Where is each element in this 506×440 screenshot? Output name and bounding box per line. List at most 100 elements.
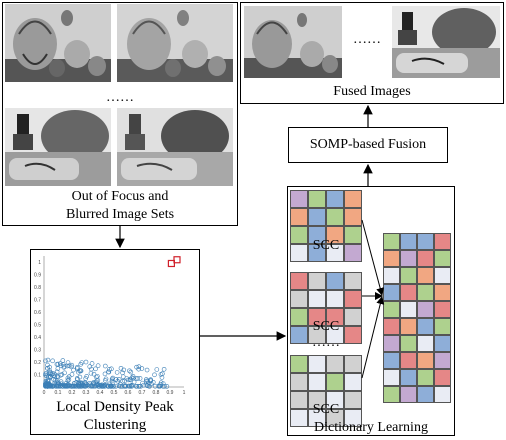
scatter-point bbox=[102, 384, 107, 389]
scc-2-cell bbox=[290, 272, 308, 290]
dictionary-atom-cell bbox=[417, 267, 434, 284]
scatter-point bbox=[43, 371, 49, 376]
scc-1-cell bbox=[344, 244, 362, 262]
dictionary-atom-cell bbox=[434, 386, 451, 403]
y-tick-label: 0.1 bbox=[34, 373, 41, 379]
somp-fusion-label: SOMP-based Fusion bbox=[309, 137, 427, 152]
scc-2-cell bbox=[308, 290, 326, 308]
scc-3-cell bbox=[290, 409, 308, 427]
x-tick-label: 0.6 bbox=[125, 390, 132, 396]
scc-2-cell bbox=[344, 308, 362, 326]
scatter-point bbox=[77, 368, 83, 374]
scc-3-cell bbox=[344, 355, 362, 373]
balloon-image-1 bbox=[5, 4, 111, 82]
scatter-point bbox=[58, 381, 64, 387]
dictionary-atom-cell bbox=[400, 335, 417, 352]
scatter-point bbox=[60, 384, 65, 389]
scatter-point bbox=[66, 363, 72, 369]
y-tick-label: 0.3 bbox=[34, 348, 41, 354]
x-tick-label: 0.2 bbox=[69, 390, 76, 396]
scatter-point bbox=[78, 368, 84, 374]
dictionary-atom-cell bbox=[417, 318, 434, 335]
scc-2-cell bbox=[326, 326, 344, 344]
scc-1-cell bbox=[326, 244, 344, 262]
dictionary-atom-cell bbox=[434, 250, 451, 267]
scatter-point bbox=[99, 384, 104, 389]
arrow-scc1-to-dict bbox=[361, 219, 385, 296]
scc-1-cell bbox=[308, 190, 326, 208]
scatter-point bbox=[107, 384, 113, 389]
scatter-point bbox=[128, 377, 134, 383]
scatter-point bbox=[55, 383, 61, 389]
dictionary-atom-cell bbox=[400, 233, 417, 250]
arrow-scc3-to-dict bbox=[361, 296, 385, 379]
scc-2-cell bbox=[326, 290, 344, 308]
scatter-point bbox=[43, 358, 48, 364]
scc-1-cell bbox=[326, 226, 344, 244]
dictionary-atom-cell bbox=[434, 233, 451, 250]
scatter-point bbox=[136, 384, 142, 389]
dictionary-atom-cell bbox=[434, 318, 451, 335]
scc-2-cell bbox=[326, 272, 344, 290]
scatter-point bbox=[47, 364, 52, 370]
scatter-point bbox=[45, 357, 51, 363]
scc-2-cell bbox=[344, 326, 362, 344]
scatter-point bbox=[71, 383, 76, 389]
fused-bottle-image bbox=[392, 6, 500, 78]
scatter-point bbox=[89, 361, 95, 366]
scatter-point bbox=[141, 382, 146, 388]
scc-3-cell bbox=[290, 373, 308, 391]
scatter-point bbox=[69, 364, 74, 370]
bottle-icon bbox=[117, 108, 233, 186]
scatter-point bbox=[58, 363, 64, 368]
scc-2-cell bbox=[344, 290, 362, 308]
balloon-icon bbox=[117, 4, 233, 82]
scatter-point bbox=[93, 366, 98, 372]
dictionary-atom-cell bbox=[417, 386, 434, 403]
scc-1-cell bbox=[326, 208, 344, 226]
scc-1-cell bbox=[344, 208, 362, 226]
input-sets-label-line1: Out of Focus and bbox=[71, 189, 169, 204]
dictionary-atom-cell bbox=[434, 352, 451, 369]
scatter-point bbox=[123, 383, 128, 388]
scatter-point bbox=[106, 369, 111, 375]
scatter-point bbox=[52, 378, 58, 383]
dictionary-atom-cell bbox=[417, 352, 434, 369]
scc-ellipsis: …… bbox=[312, 335, 340, 350]
somp-fusion-box bbox=[288, 127, 448, 163]
scc-3-cell bbox=[326, 409, 344, 427]
dictionary-atom-cell bbox=[434, 335, 451, 352]
scatter-point bbox=[144, 367, 150, 373]
scatter-point bbox=[114, 370, 120, 375]
scatter-point bbox=[143, 377, 149, 382]
scatter-point bbox=[45, 377, 51, 383]
scatter-point bbox=[46, 374, 51, 379]
scatter-point bbox=[129, 384, 134, 389]
scatter-point bbox=[154, 367, 160, 372]
dictionary-atom-cell bbox=[400, 250, 417, 267]
scatter-point bbox=[116, 377, 122, 382]
scatter-point bbox=[160, 381, 166, 386]
scatter-point bbox=[75, 366, 80, 371]
scatter-point bbox=[71, 367, 76, 373]
scc-3-cell bbox=[308, 409, 326, 427]
dictionary-atom-cell bbox=[417, 284, 434, 301]
scatter-point bbox=[164, 384, 170, 389]
x-tick-label: 0.9 bbox=[167, 390, 174, 396]
scc-label-3: SCC bbox=[312, 402, 340, 417]
scatter-point bbox=[124, 376, 130, 381]
dictionary-atom-cell bbox=[434, 267, 451, 284]
scatter-point bbox=[83, 376, 89, 381]
density-peak-marker bbox=[173, 256, 181, 264]
dictionary-atom-cell bbox=[400, 318, 417, 335]
scc-1-cell bbox=[290, 244, 308, 262]
x-tick-label: 0.5 bbox=[111, 390, 118, 396]
x-tick-label: 0.7 bbox=[139, 390, 146, 396]
scatter-point bbox=[140, 380, 145, 386]
scc-2-cell bbox=[326, 308, 344, 326]
scatter-point bbox=[65, 360, 71, 365]
scatter-point bbox=[103, 376, 109, 382]
scatter-point bbox=[50, 358, 55, 364]
scatter-point bbox=[95, 373, 100, 379]
dictionary-atom-cell bbox=[417, 301, 434, 318]
